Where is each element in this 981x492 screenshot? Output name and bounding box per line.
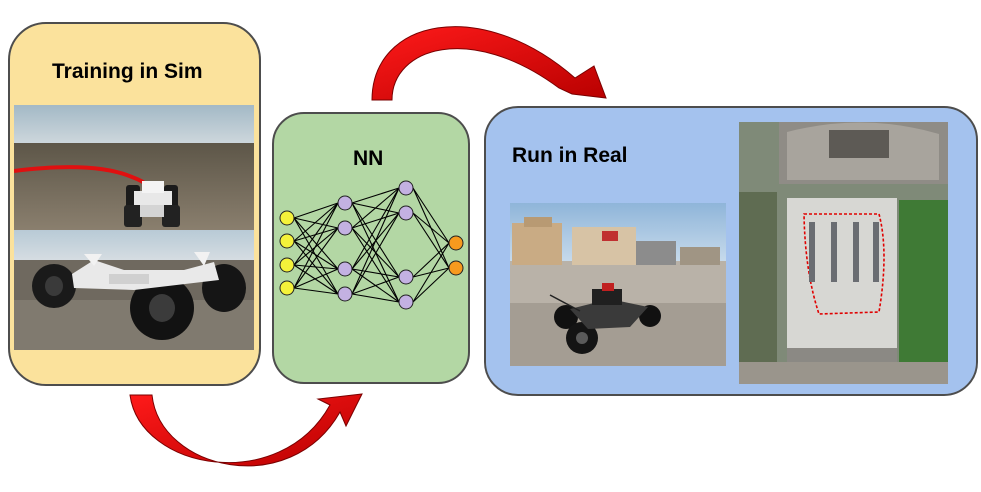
nn-node-hidden1 [337,286,353,302]
stadium-buildings [512,217,720,265]
sim-car-closeup-render [14,230,254,350]
nn-title: NN [353,147,384,170]
nn-connection [293,202,339,242]
nn-connection [351,293,400,303]
arrow-sim-to-nn [129,393,363,467]
nn-node-input [279,233,295,249]
nn-connection [293,227,339,289]
sim-track-render [14,105,254,230]
nn-connection [293,202,339,289]
real-title: Run in Real [512,144,628,167]
sim-title: Training in Sim [52,60,203,83]
nn-node-hidden1 [337,261,353,277]
neural-network-graph [279,180,464,310]
nn-connection [293,268,339,289]
nn-connection [351,187,400,204]
nn-connection [351,187,400,270]
nn-connection [351,212,400,295]
nn-connection [351,276,400,295]
nn-connection [293,202,339,266]
nn-connection [293,264,339,270]
sim-car-rear [124,181,180,227]
nn-connection [412,242,450,278]
real-car-photo [510,203,726,366]
arrow-nn-to-real [371,26,607,101]
nn-node-input [279,257,295,273]
nn-node-output [448,235,464,251]
nn-connection [293,217,339,229]
robot-car [549,283,661,354]
nn-connection [351,227,400,303]
real-aerial-map [739,122,948,384]
nn-node-hidden1 [337,195,353,211]
nn-connection [351,268,400,278]
nn-node-hidden2 [398,205,414,221]
nn-connection [293,240,339,270]
nn-connection [293,287,339,295]
nn-node-hidden2 [398,180,414,196]
nn-connection [351,212,400,229]
nn-node-input [279,280,295,296]
nn-connection [412,267,450,303]
nn-node-hidden2 [398,269,414,285]
nn-connection [293,202,339,219]
nn-connection [412,242,450,303]
nn-connection [293,217,339,295]
nn-connection [412,212,450,269]
nn-connection [351,187,400,295]
nn-node-hidden2 [398,294,414,310]
nn-connection [412,212,450,244]
nn-node-output [448,260,464,276]
nn-connection [412,187,450,244]
nn-node-input [279,210,295,226]
nn-connection [293,264,339,295]
nn-connection [293,217,339,270]
nn-node-hidden1 [337,220,353,236]
nn-connection [351,187,400,229]
